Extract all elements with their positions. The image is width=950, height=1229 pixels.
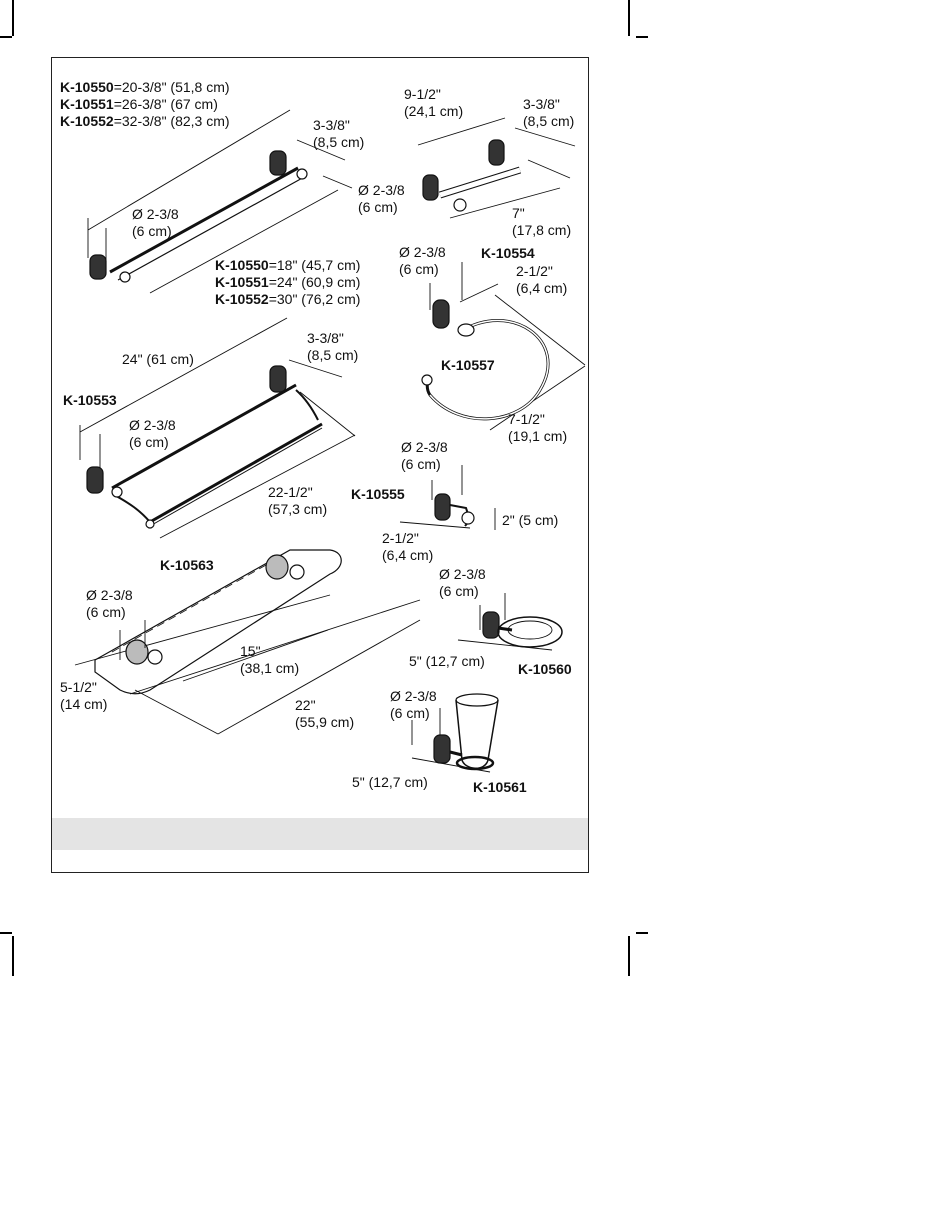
- paper-holder-drawing: [417, 117, 576, 219]
- spec-k10550: K-10550=20-3/8" (51,8 cm): [60, 79, 230, 95]
- model-k10554: K-10554: [481, 245, 535, 261]
- towel-ring-projection-label: 2-1/2"(6,4 cm): [516, 263, 568, 296]
- model-k10560: K-10560: [518, 661, 572, 677]
- diagram-frame: [51, 57, 589, 873]
- bar-spec-k10551: K-10551=24" (60,9 cm): [215, 274, 361, 290]
- shelf-depth-label: 5-1/2"(14 cm): [60, 679, 108, 712]
- paper-holder-projection-label: 3-3/8"(8,5 cm): [523, 96, 575, 129]
- model-k10555: K-10555: [351, 486, 405, 502]
- double-bar-bar-length-label: 22-1/2"(57,3 cm): [268, 484, 328, 517]
- crop-mark: [12, 936, 14, 976]
- paper-holder-flange-label: Ø 2-3/8(6 cm): [358, 182, 405, 215]
- crop-mark: [0, 36, 12, 38]
- robe-hook-projection-label: 2-1/2"(6,4 cm): [382, 530, 434, 563]
- shelf-drawing: [74, 549, 421, 735]
- shelf-length-label: 22"(55,9 cm): [295, 697, 355, 730]
- double-bar-flange-label: Ø 2-3/8(6 cm): [129, 417, 176, 450]
- towel-ring-drawing: [421, 262, 586, 431]
- bar-spec-k10550: K-10550=18" (45,7 cm): [215, 257, 361, 273]
- towel-bar-projection-label: 3-3/8"(8,5 cm): [313, 117, 365, 150]
- towel-ring-flange-label: Ø 2-3/8(6 cm): [399, 244, 446, 277]
- caption-band: [52, 818, 588, 850]
- soap-dish-projection-label: 5" (12,7 cm): [409, 653, 485, 669]
- bar-length-specs: K-10550=18" (45,7 cm) K-10551=24" (60,9 …: [215, 257, 360, 308]
- robe-hook-flange-label: Ø 2-3/8(6 cm): [401, 439, 448, 472]
- model-k10557: K-10557: [441, 357, 495, 373]
- crop-mark: [12, 0, 14, 36]
- towel-bar-drawing: [87, 109, 353, 294]
- model-k10563: K-10563: [160, 557, 214, 573]
- double-bar-length-label: 24" (61 cm): [122, 351, 194, 367]
- double-bar-drawing: [79, 317, 356, 539]
- spec-k10551: K-10551=26-3/8" (67 cm): [60, 96, 218, 112]
- robe-hook-height-label: 2" (5 cm): [502, 512, 559, 528]
- model-k10561: K-10561: [473, 779, 527, 795]
- tumbler-drawing: [411, 693, 499, 773]
- soap-dish-flange-label: Ø 2-3/8(6 cm): [439, 566, 486, 599]
- double-bar-projection-label: 3-3/8"(8,5 cm): [307, 330, 359, 363]
- towel-ring-height-label: 7-1/2"(19,1 cm): [508, 411, 568, 444]
- tumbler-projection-label: 5" (12,7 cm): [352, 774, 428, 790]
- bar-spec-k10552: K-10552=30" (76,2 cm): [215, 291, 361, 307]
- paper-holder-depth-label: 7"(17,8 cm): [512, 205, 572, 238]
- crop-mark: [0, 932, 12, 934]
- tumbler-flange-label: Ø 2-3/8(6 cm): [390, 688, 437, 721]
- robe-hook-drawing: [399, 465, 496, 530]
- crop-mark: [628, 936, 630, 976]
- towel-bar-flange-label: Ø 2-3/8(6 cm): [132, 206, 179, 239]
- crop-mark: [628, 0, 630, 36]
- paper-holder-width-label: 9-1/2"(24,1 cm): [404, 86, 464, 119]
- top-length-specs: K-10550=20-3/8" (51,8 cm) K-10551=26-3/8…: [60, 79, 230, 130]
- shelf-flange-label: Ø 2-3/8(6 cm): [86, 587, 133, 620]
- shelf-spacing-label: 15"(38,1 cm): [240, 643, 300, 676]
- model-k10553: K-10553: [63, 392, 117, 408]
- spec-k10552: K-10552=32-3/8" (82,3 cm): [60, 113, 230, 129]
- soap-dish-drawing: [457, 593, 563, 651]
- crop-mark: [636, 932, 648, 934]
- crop-mark: [636, 36, 648, 38]
